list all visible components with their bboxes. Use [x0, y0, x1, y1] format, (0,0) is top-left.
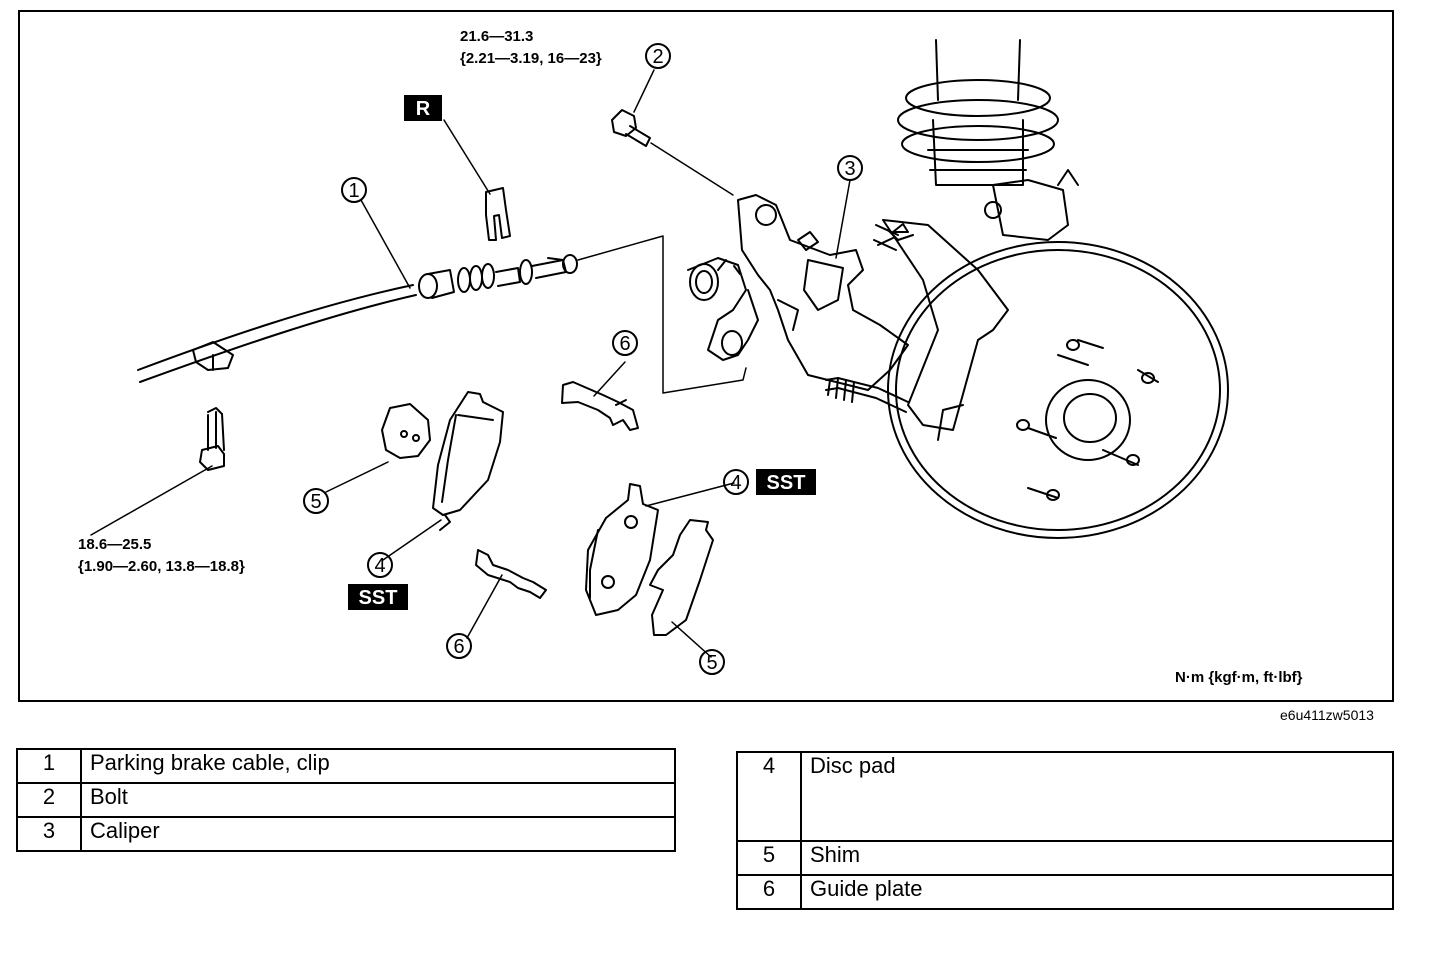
disc-pad-illustration	[585, 483, 659, 616]
callout-1: 1	[348, 180, 359, 202]
part-name: Disc pad	[800, 751, 1394, 842]
callout-circles	[303, 43, 863, 675]
part-number: 6	[736, 874, 802, 910]
callout-2: 2	[652, 46, 663, 68]
shim-illustration	[649, 519, 714, 636]
leader-lines	[90, 69, 851, 658]
torque-spec-top-line1: 21.6—31.3	[460, 28, 533, 45]
bolt-illustration	[611, 109, 734, 196]
disc-pad-illustration	[432, 391, 504, 531]
parts-table-right: 4 Disc pad 5 Shim 6 Guide plate	[736, 751, 1394, 910]
caliper-bracket-illustration	[877, 219, 1009, 441]
sst-tag	[756, 469, 816, 495]
lower-bolt-illustration	[199, 407, 225, 471]
table-row: 3 Caliper	[16, 816, 676, 852]
caliper-illustration	[687, 194, 909, 391]
parts-table-left: 1 Parking brake cable, clip 2 Bolt 3 Cal…	[16, 748, 676, 852]
table-row: 2 Bolt	[16, 782, 676, 818]
cable-bracket-illustration	[192, 341, 234, 371]
callout-6: 6	[453, 636, 464, 658]
callout-4: 4	[730, 472, 741, 494]
callout-5: 5	[706, 652, 717, 674]
table-row: 5 Shim	[736, 840, 1394, 876]
callout-5: 5	[310, 491, 321, 513]
torque-units: N·m {kgf·m, ft·lbf}	[1175, 669, 1303, 686]
part-name: Bolt	[80, 782, 676, 818]
sst-tag	[348, 584, 408, 610]
table-row: 6 Guide plate	[736, 874, 1394, 910]
replace-tag-label: R	[416, 98, 431, 120]
part-name: Caliper	[80, 816, 676, 852]
sst-tag-label: SST	[767, 472, 806, 494]
strut-spring-illustration	[897, 39, 1059, 186]
callout-3: 3	[844, 158, 855, 180]
callout-6: 6	[619, 333, 630, 355]
part-number: 1	[16, 748, 82, 784]
exploded-brake-diagram: 1 2 3 4 4 5 5 6 6 R SST SST 21.6—31.3 {2…	[18, 10, 1394, 702]
parking-brake-cable-illustration	[137, 254, 578, 383]
cable-clip-illustration	[485, 187, 511, 241]
replace-tag	[404, 95, 442, 121]
torque-spec-bottom-line1: 18.6—25.5	[78, 536, 151, 553]
part-name: Parking brake cable, clip	[80, 748, 676, 784]
torque-spec-bottom-line2: {1.90—2.60, 13.8—18.8}	[78, 558, 245, 575]
part-number: 4	[736, 751, 802, 842]
table-row: 1 Parking brake cable, clip	[16, 748, 676, 784]
sst-tag-label: SST	[359, 587, 398, 609]
guide-plate-illustration	[561, 381, 639, 431]
part-name: Shim	[800, 840, 1394, 876]
reference-code: e6u411zw5013	[1280, 707, 1374, 723]
part-number: 5	[736, 840, 802, 876]
brake-hose-illustration	[825, 224, 909, 413]
knuckle-illustration	[984, 169, 1079, 241]
guide-plate-illustration	[475, 549, 547, 599]
part-number: 2	[16, 782, 82, 818]
part-number: 3	[16, 816, 82, 852]
part-name: Guide plate	[800, 874, 1394, 910]
diagram-frame	[18, 10, 1394, 702]
callout-4: 4	[374, 555, 385, 577]
table-row: 4 Disc pad	[736, 751, 1394, 842]
torque-spec-top-line2: {2.21—3.19, 16—23}	[460, 50, 602, 67]
shim-illustration	[381, 403, 431, 459]
brake-disc-illustration	[887, 241, 1229, 539]
